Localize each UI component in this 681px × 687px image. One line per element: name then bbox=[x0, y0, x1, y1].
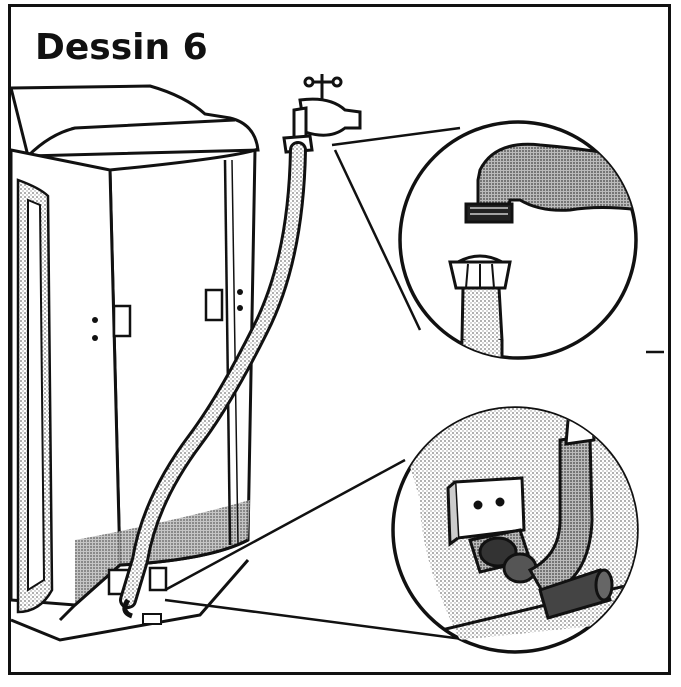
washing-machine bbox=[9, 84, 260, 642]
inlet-hose bbox=[119, 141, 307, 619]
callout-lines bbox=[164, 126, 471, 642]
water-tap bbox=[282, 74, 362, 154]
tap-connection-detail bbox=[398, 120, 638, 360]
figure-title: Dessin 6 bbox=[35, 27, 208, 68]
machine-inlet-detail bbox=[391, 406, 639, 654]
